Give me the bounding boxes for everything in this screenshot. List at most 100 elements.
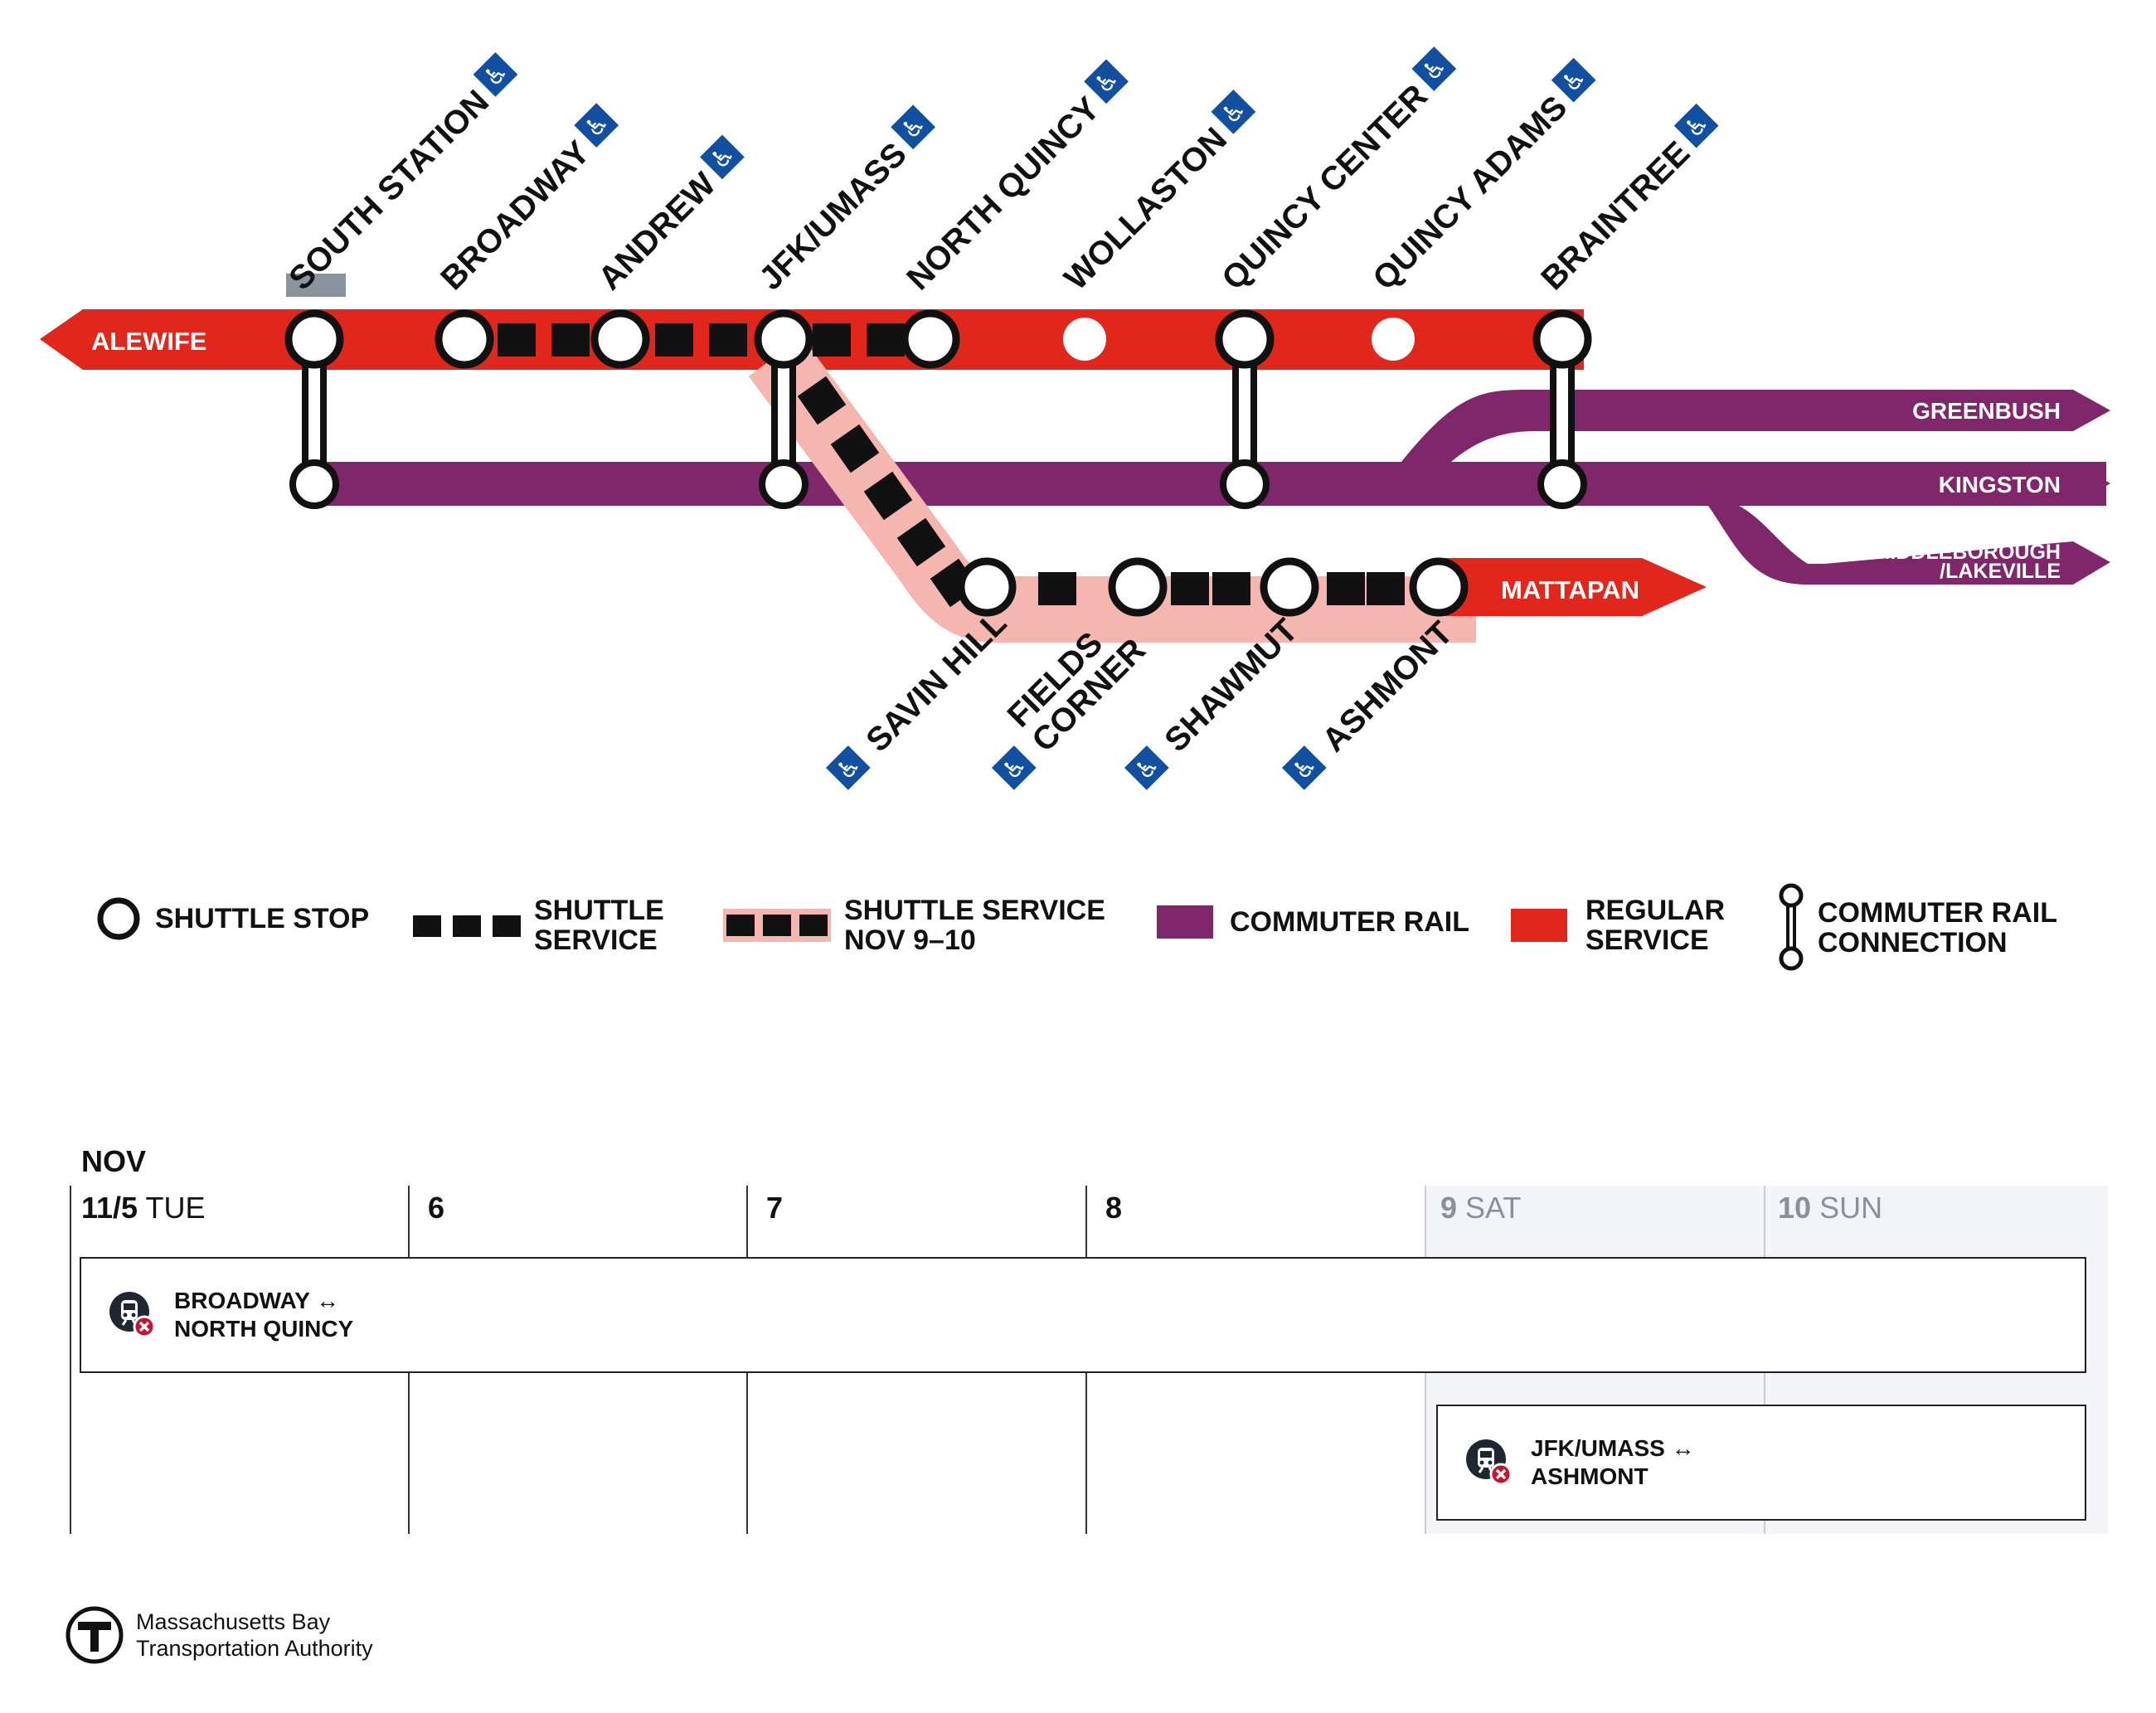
- svg-text:♿: ♿: [1678, 108, 1715, 144]
- day-header: 9 SAT: [1440, 1191, 1521, 1225]
- shuttle-stop-symbol: [97, 897, 140, 940]
- svg-text:♿: ♿: [705, 139, 741, 176]
- middleborough-branch: [1708, 497, 2110, 585]
- accessible-icon: ♿: [1673, 103, 1719, 148]
- shuttle-service-weekend-symbol: [723, 909, 831, 942]
- stop-savin-hill: [957, 557, 1017, 617]
- station-name: JFK/UMASS: [752, 136, 914, 298]
- accessible-icon: ♿: [1411, 46, 1457, 91]
- kingston-label: KINGSTON: [1939, 472, 2061, 497]
- day-date: 9: [1440, 1191, 1458, 1225]
- svg-text:♿: ♿: [1556, 62, 1592, 99]
- agency-line-1: Massachusetts Bay: [136, 1609, 331, 1634]
- svg-text:♿: ♿: [579, 108, 615, 144]
- station-label: BRAINTREE♿: [1534, 103, 1719, 297]
- day-date: 7: [766, 1191, 784, 1225]
- stop-broadway: [435, 309, 494, 369]
- station-label: ANDREW♿: [591, 134, 745, 298]
- mattapan-arrow: [1642, 558, 1707, 616]
- station-name: SAVIN HILL: [859, 604, 1013, 759]
- legend-shuttle-stop: SHUTTLE STOP: [95, 895, 369, 942]
- legend-shuttle-service: SHUTTLE SERVICE: [413, 895, 664, 955]
- legend-label: REGULAR SERVICE: [1585, 895, 1726, 956]
- stop-braintree: [1532, 309, 1592, 369]
- day-date: 8: [1105, 1191, 1123, 1225]
- trunk-station-labels: SOUTH STATION♿BROADWAY♿ANDREW♿JFK/UMASS♿…: [282, 46, 1719, 298]
- stop-wollaston: [1063, 318, 1106, 361]
- day-weekday: TUE: [145, 1191, 206, 1225]
- svg-text:♿: ♿: [1216, 95, 1252, 131]
- kingston-arrow: [2073, 462, 2110, 506]
- south-station-marker: [286, 274, 346, 297]
- accessible-icon: ♿: [991, 745, 1037, 790]
- accessible-icon: ♿: [825, 745, 871, 790]
- event-label: BROADWAY ↔ NORTH QUINCY: [174, 1288, 354, 1342]
- day-header: 6: [428, 1191, 444, 1225]
- stop-north-quincy: [901, 309, 960, 369]
- svg-text:♿: ♿: [1416, 51, 1453, 88]
- accessible-icon: ♿: [700, 134, 745, 180]
- legend-label: COMMUTER RAIL: [1230, 906, 1469, 938]
- lakeville-label: /LAKEVILLE: [1940, 560, 2061, 583]
- accessible-icon: ♿: [1551, 57, 1596, 103]
- stop-jfk-umass: [754, 309, 813, 369]
- greenbush-label: GREENBUSH: [1912, 398, 2061, 424]
- red-line-shuttle-map: ALEWIFE MATTAPAN GREENBUSH KINGSTON MIDD…: [40, 46, 2110, 790]
- middleborough-label: MIDDLEBOROUGH: [1873, 541, 2061, 564]
- svg-text:♿: ♿: [1089, 64, 1125, 100]
- legend-regular-service: REGULAR SERVICE: [1511, 895, 1725, 955]
- commuter-rail-lines: [315, 390, 2110, 585]
- svg-text:♿: ♿: [478, 57, 514, 94]
- svg-text:♿: ♿: [1287, 750, 1323, 787]
- event-broadway-north-quincy[interactable]: BROADWAY ↔ NORTH QUINCY: [80, 1257, 2086, 1373]
- day-date: 11/5: [81, 1191, 138, 1225]
- shuttle-dashes-trunk: [498, 323, 905, 357]
- legend-shuttle-service-weekend: SHUTTLE SERVICE NOV 9–10: [723, 895, 1105, 955]
- event-label: JFK/UMASS ↔ ASHMONT: [1531, 1435, 1695, 1489]
- shuttle-service-symbol: [413, 915, 521, 937]
- svg-text:♿: ♿: [1129, 750, 1166, 787]
- legend: SHUTTLE STOP SHUTTLE SERVICE SHUTTLE SER…: [0, 879, 2156, 995]
- day-header: 11/5 TUE: [81, 1191, 205, 1225]
- shuttle-dashes-branch: [797, 376, 1405, 608]
- event-jfk-umass-ashmont[interactable]: JFK/UMASS ↔ ASHMONT: [1436, 1405, 2086, 1521]
- day-date: 6: [428, 1191, 445, 1225]
- commuter-rail-symbol: [1157, 905, 1213, 939]
- alewife-label: ALEWIFE: [91, 327, 207, 356]
- accessible-icon: ♿: [574, 103, 619, 148]
- day-header: 8: [1105, 1191, 1122, 1225]
- station-name: WOLLASTON: [1057, 121, 1234, 298]
- stop-shawmut: [1260, 557, 1319, 617]
- legend-label: SHUTTLE STOP: [155, 903, 370, 934]
- accessible-icon: ♿: [1124, 745, 1169, 790]
- station-name: BROADWAY: [434, 133, 597, 297]
- day-date: 10: [1778, 1191, 1812, 1225]
- greenbush-branch: [1401, 390, 2110, 462]
- commuter-rail-connectors: [289, 339, 1587, 509]
- day-weekday: SUN: [1819, 1191, 1883, 1225]
- legend-commuter-rail-connection: COMMUTER RAIL CONNECTION: [1775, 882, 2057, 973]
- trunk-stops: [284, 309, 1592, 369]
- mbta-logo-icon: [66, 1606, 124, 1664]
- train-cancelled-icon: [109, 1292, 156, 1338]
- agency-line-2: Transportation Authority: [136, 1636, 373, 1661]
- svg-text:♿: ♿: [896, 109, 932, 146]
- svg-text:♿: ♿: [831, 750, 867, 787]
- accessible-icon: ♿: [1281, 745, 1327, 790]
- mattapan-label: MATTAPAN: [1501, 575, 1639, 604]
- alewife-arrow: [40, 309, 83, 370]
- accessible-icon: ♿: [1084, 59, 1129, 104]
- legend-label: SHUTTLE SERVICE: [534, 895, 664, 956]
- stop-south-station: [284, 309, 344, 369]
- day-weekday: SAT: [1465, 1191, 1522, 1225]
- stop-ashmont: [1409, 557, 1469, 617]
- branch-stops: [957, 557, 1469, 617]
- commuter-rail-connection-symbol: [1779, 883, 1804, 971]
- calendar-month: NOV: [81, 1144, 147, 1178]
- station-name: ANDREW: [591, 166, 723, 298]
- mattapan-segment: [1443, 558, 1642, 616]
- station-name: BRAINTREE: [1534, 134, 1697, 297]
- stop-fields-corner: [1108, 557, 1168, 617]
- station-label: SAVIN HILL♿: [825, 604, 1013, 790]
